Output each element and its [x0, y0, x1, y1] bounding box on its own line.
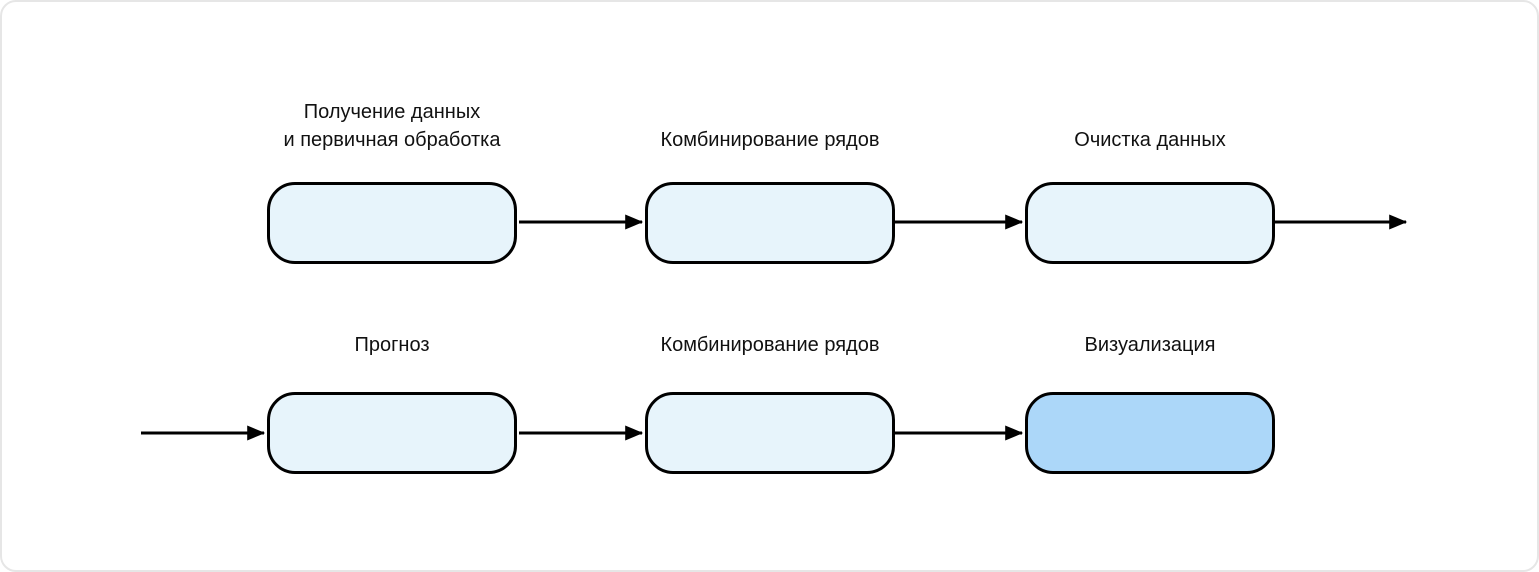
- node-series-combining-2: [645, 392, 895, 474]
- node-visualization: [1025, 392, 1275, 474]
- node-series-combining-1: [645, 182, 895, 264]
- node-data-acquisition: [267, 182, 517, 264]
- node-label-series-combining-2: Комбинирование рядов: [660, 334, 880, 356]
- node-label-data-acquisition: Получение данных и первичная обработка: [283, 101, 501, 151]
- node-label-series-combining-1: Комбинирование рядов: [660, 129, 880, 151]
- node-data-cleaning: [1025, 182, 1275, 264]
- node-label-forecast: Прогноз: [354, 334, 430, 356]
- node-forecast: [267, 392, 517, 474]
- node-label-visualization: Визуализация: [1084, 334, 1216, 356]
- node-label-data-cleaning: Очистка данных: [1074, 129, 1226, 151]
